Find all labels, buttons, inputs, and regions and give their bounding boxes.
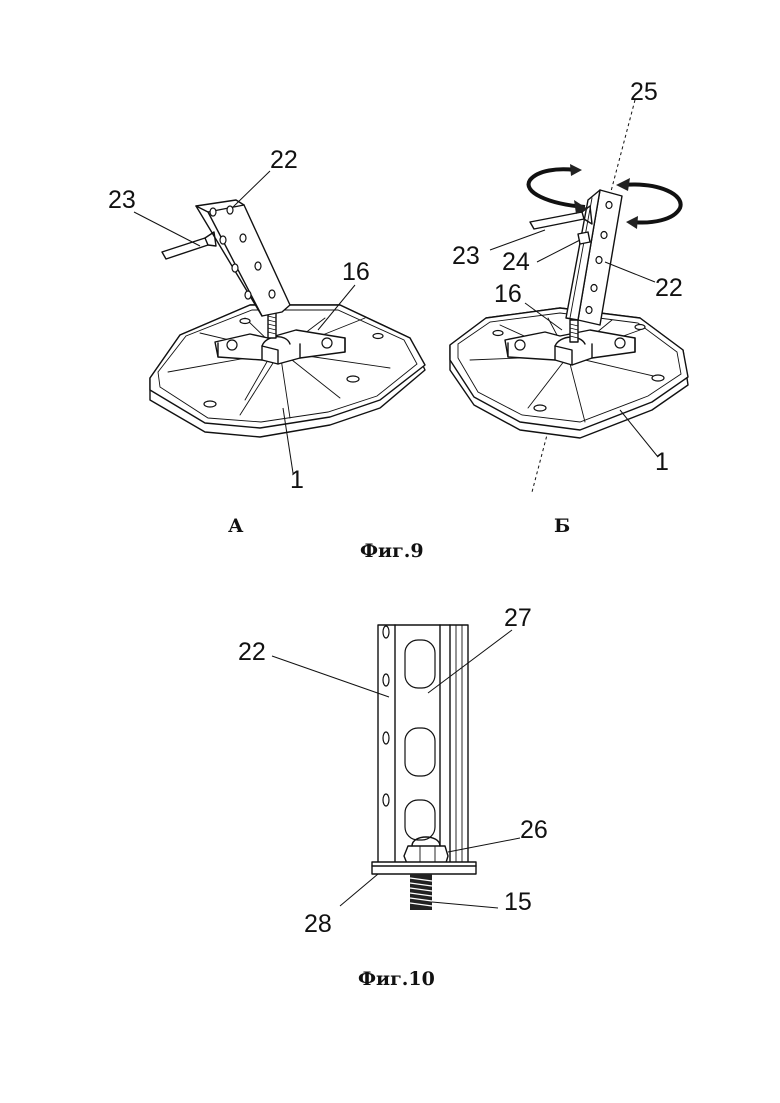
fig9-view-a-drawing — [134, 171, 425, 473]
view-b-label: Б — [554, 515, 570, 537]
figure-9-caption: Фиг.9 — [360, 540, 424, 562]
threaded-rod-15 — [410, 874, 432, 910]
callout-22-b: 22 — [655, 274, 683, 302]
base-plate-a — [150, 305, 425, 428]
callout-22-fig10: 22 — [238, 638, 266, 666]
bolt-24 — [578, 232, 590, 244]
callout-22-a: 22 — [270, 146, 298, 174]
view-a-label: А — [228, 515, 244, 537]
callout-1-a: 1 — [290, 466, 304, 494]
callout-16-b: 16 — [494, 280, 522, 308]
slotted-holes-27 — [405, 640, 435, 840]
fig9-view-b-drawing — [450, 100, 688, 492]
callout-1-b: 1 — [655, 448, 669, 476]
angle-bracket-23-a — [162, 238, 208, 259]
callout-23-b: 23 — [452, 242, 480, 270]
rotation-arrow-right — [622, 185, 681, 223]
figure-10-caption: Фиг.10 — [358, 968, 435, 990]
angle-bracket-23-b — [530, 212, 584, 229]
callout-15-fig10: 15 — [504, 888, 532, 916]
base-plate-28 — [372, 862, 476, 874]
callout-27-fig10: 27 — [504, 604, 532, 632]
callout-16-a: 16 — [342, 258, 370, 286]
callout-23-a: 23 — [108, 186, 136, 214]
fig10-drawing — [272, 625, 520, 910]
callout-28-fig10: 28 — [304, 910, 332, 938]
callout-26-fig10: 26 — [520, 816, 548, 844]
rotation-arrow-left — [529, 169, 585, 207]
callout-25-b: 25 — [630, 78, 658, 106]
callout-24-b: 24 — [502, 248, 530, 276]
